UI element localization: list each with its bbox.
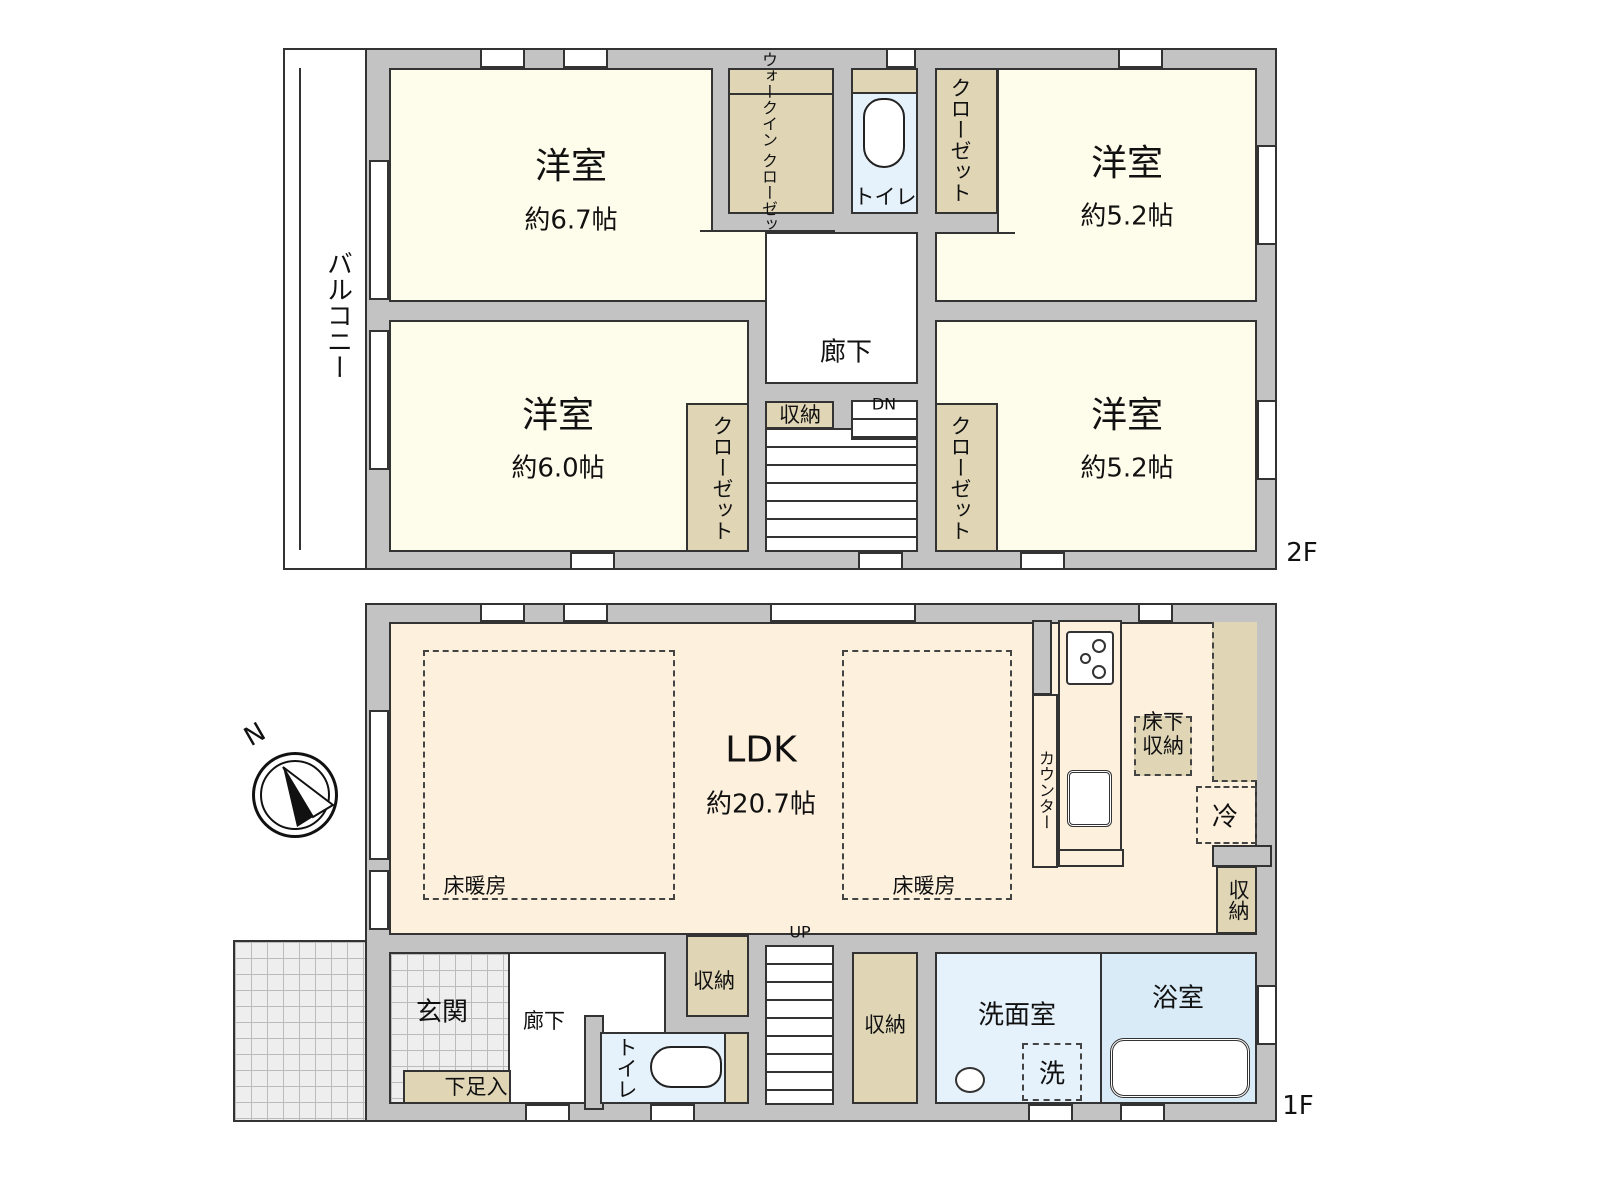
fridge xyxy=(1196,786,1257,844)
walk-in-closet-label: ウォークイン クローゼット xyxy=(759,51,778,249)
washbasin-icon xyxy=(955,1067,985,1093)
closet-2f-c xyxy=(935,403,998,552)
shoe-cabinet xyxy=(403,1070,511,1104)
toilet-2f-label: トイレ xyxy=(853,185,917,209)
storage-label: 収納 xyxy=(864,1013,906,1037)
storage-1f-b xyxy=(852,952,918,1104)
storage-label: 収納 xyxy=(1226,879,1250,921)
stairs-dn-label: DN xyxy=(871,394,897,414)
fridge-label: 冷 xyxy=(1211,802,1239,833)
hallway-2f xyxy=(765,232,918,384)
stairs-2f xyxy=(765,428,918,552)
floor-heating-area xyxy=(423,650,675,900)
underfloor-storage-label: 床下 収納 xyxy=(1142,710,1184,758)
room-name: 洋室 xyxy=(1090,395,1164,436)
compass xyxy=(252,752,338,838)
floor-heating-label: 床暖房 xyxy=(443,874,507,898)
room-western-5-2-top xyxy=(997,68,1257,302)
washer-label: 洗 xyxy=(1038,1059,1066,1090)
sink-icon xyxy=(1067,770,1112,827)
counter-label: カウンター xyxy=(1036,750,1055,830)
room-size: 約5.2帖 xyxy=(1080,453,1174,484)
hallway-1f-label: 廊下 xyxy=(523,1009,565,1033)
toilet-bowl-icon xyxy=(863,98,905,168)
room-name: 洋室 xyxy=(534,146,608,187)
closet-label: クローゼット xyxy=(948,415,972,541)
counter xyxy=(1032,694,1058,868)
storage-1f-a xyxy=(686,935,749,1017)
floor-heating-area xyxy=(842,650,1012,900)
ldk-name: LDK xyxy=(725,729,797,771)
washroom-label: 洗面室 xyxy=(977,1000,1057,1031)
room-size: 約6.0帖 xyxy=(511,453,605,484)
closet-2f-a xyxy=(935,68,998,214)
room-western-6-7 xyxy=(389,68,713,302)
stove-icon xyxy=(1066,631,1114,685)
walk-in-closet xyxy=(728,68,834,214)
stairs-up-label: UP xyxy=(789,922,811,942)
closet-2f-b xyxy=(686,403,749,552)
closet-label: クローゼット xyxy=(710,415,734,541)
bathroom-label: 浴室 xyxy=(1151,983,1205,1014)
storage-2f-label: 収納 xyxy=(779,403,821,427)
hallway-2f-label: 廊下 xyxy=(819,337,873,368)
washer xyxy=(1022,1043,1082,1101)
stairs-1f xyxy=(765,945,834,1105)
balcony xyxy=(283,48,369,570)
entrance-label: 玄関 xyxy=(415,997,469,1028)
closet-label: クローゼット xyxy=(948,77,972,203)
underfloor-storage xyxy=(1134,716,1192,776)
north-arrow-icon xyxy=(282,766,335,827)
toilet-1f-label: トイレ xyxy=(614,1036,638,1100)
bathtub-icon xyxy=(1110,1038,1250,1098)
balcony-label: バルコニー xyxy=(322,250,353,380)
room-size: 約6.7帖 xyxy=(524,205,618,236)
storage-label: 収納 xyxy=(693,969,735,993)
toilet-bowl-icon xyxy=(650,1046,722,1088)
shoe-cabinet-label: 下足入 xyxy=(444,1075,508,1099)
pantry xyxy=(1212,622,1257,782)
room-name: 洋室 xyxy=(1090,143,1164,184)
room-size: 約5.2帖 xyxy=(1080,201,1174,232)
entrance-porch xyxy=(233,940,373,1122)
floor-heating-label: 床暖房 xyxy=(892,874,956,898)
room-name: 洋室 xyxy=(521,395,595,436)
floor-label-2f: 2F xyxy=(1286,538,1318,568)
floor-label-1f: 1F xyxy=(1282,1091,1314,1121)
ldk-size: 約20.7帖 xyxy=(706,789,816,820)
storage-kitchen xyxy=(1216,866,1257,934)
